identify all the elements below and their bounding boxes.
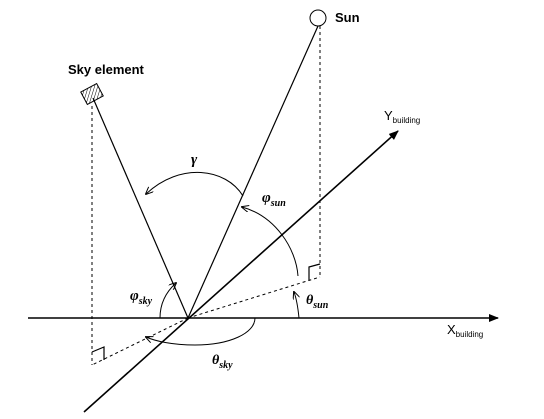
phi-sky-arc bbox=[159, 283, 176, 319]
phi-sky-label: φsky bbox=[130, 288, 153, 307]
y-axis bbox=[83, 130, 399, 413]
gamma-arc bbox=[146, 172, 244, 197]
y-axis-label: Ybuilding bbox=[384, 108, 420, 125]
gamma-label: γ bbox=[191, 152, 198, 168]
sun-icon bbox=[309, 9, 327, 27]
theta-sun-label: θsun bbox=[306, 293, 329, 311]
phi-sun-arc bbox=[242, 207, 299, 277]
sky-right-angle-mark bbox=[91, 346, 105, 360]
sun-ground-projection bbox=[187, 276, 321, 319]
theta-sky-arc bbox=[146, 317, 256, 346]
sun-ray bbox=[187, 25, 319, 319]
sun-right-angle-mark bbox=[308, 263, 321, 280]
x-axis-label: Xbuilding bbox=[447, 322, 483, 339]
theta-sun-arc bbox=[294, 292, 299, 319]
sky-element-icon bbox=[80, 82, 104, 106]
sun-label: Sun bbox=[335, 10, 360, 25]
sky-ray bbox=[92, 97, 189, 319]
theta-sky-label: θsky bbox=[212, 353, 233, 371]
sky-ground-projection bbox=[91, 317, 189, 366]
phi-sun-label: φsun bbox=[262, 190, 286, 209]
sky-element-label: Sky element bbox=[68, 62, 145, 77]
